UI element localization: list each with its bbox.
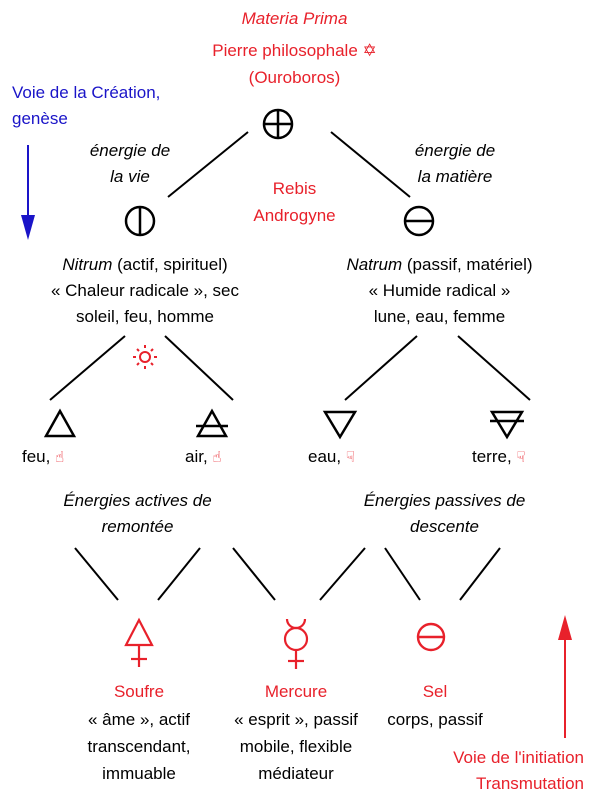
pierre-philosophale-label: Pierre philosophale ✡ (0, 40, 589, 62)
natrum-name: Natrum (346, 255, 403, 274)
moon-icon (433, 346, 444, 368)
sel-line1: corps, passif (387, 710, 483, 729)
natrum-icon (403, 205, 435, 237)
hand-down-icon: ☟ (516, 449, 526, 466)
feu-label: feu, (22, 447, 51, 466)
mercury-icon (283, 618, 309, 669)
nitrum-line3: soleil, feu, homme (76, 307, 214, 326)
creation-path-line2: genèse (12, 109, 68, 128)
initiation-path-line1: Voie de l'initiation (453, 748, 584, 767)
energies-passives-line2: descente (410, 517, 479, 536)
pierre-text: Pierre philosophale (212, 41, 358, 60)
energies-passives-line1: Énergies passives de (363, 491, 526, 510)
element-terre: terre, ☟ (472, 446, 526, 469)
energie-matiere-line2: la matière (417, 167, 493, 186)
initiation-path-line2: Transmutation (475, 774, 584, 793)
water-icon (322, 410, 358, 440)
line-natrum-to-earth (457, 335, 531, 401)
line-active-to-soufre-1 (74, 547, 119, 601)
soufre-line1: « âme », actif (87, 710, 191, 729)
natrum-qualities: (passif, matériel) (402, 255, 533, 274)
line-top-to-nitrum (167, 131, 249, 198)
air-label: air, (185, 447, 208, 466)
nitrum-title: Nitrum (actif, spirituel) (0, 254, 290, 276)
terre-label: terre, (472, 447, 512, 466)
earth-cross-circle-icon (262, 108, 294, 140)
line-nitrum-to-fire (49, 335, 126, 401)
initiation-arrow (558, 615, 572, 738)
energies-actives-line1: Énergies actives de (63, 491, 212, 510)
line-passive-to-sel-1 (384, 547, 421, 601)
line-passive-to-mercure (319, 547, 366, 601)
soufre-line3: immuable (102, 764, 176, 783)
hand-down-icon: ☟ (345, 449, 355, 466)
line-active-to-mercure (232, 547, 276, 601)
mercure-line1: « esprit », passif (234, 710, 358, 729)
hand-up-icon: ☝ (55, 449, 65, 466)
natrum-line2: « Humide radical » (368, 281, 511, 300)
hand-up-icon: ☝ (212, 449, 222, 466)
line-nitrum-to-air (164, 335, 234, 401)
mercure-line3: médiateur (258, 764, 334, 783)
natrum-title: Natrum (passif, matériel) (290, 254, 589, 276)
element-feu: feu, ☝ (22, 446, 64, 469)
element-eau: eau, ☟ (308, 446, 355, 469)
androgyne-label: Androgyne (253, 206, 336, 225)
energies-actives-line2: remontée (101, 517, 174, 536)
line-natrum-to-water (344, 335, 418, 401)
natrum-line3: lune, eau, femme (373, 307, 506, 326)
line-active-to-soufre-2 (157, 547, 201, 601)
soufre-title: Soufre (113, 682, 165, 701)
nitrum-name: Nitrum (62, 255, 113, 274)
earth-icon (489, 410, 525, 440)
soufre-line2: transcendant, (87, 737, 191, 756)
materia-prima-label: Materia Prima (241, 9, 348, 28)
star-of-david-icon: ✡ (362, 41, 377, 60)
air-icon (195, 408, 229, 438)
energie-vie-line2: la vie (110, 167, 150, 186)
rebis-label: Rebis (272, 179, 317, 198)
fire-icon (43, 408, 77, 438)
mercure-line2: mobile, flexible (239, 737, 353, 756)
element-air: air, ☝ (185, 446, 222, 469)
ouroboros-label: (Ouroboros) (248, 68, 341, 87)
nitrum-icon (124, 205, 156, 237)
energie-vie-line1: énergie de (89, 141, 171, 160)
nitrum-line2: « Chaleur radicale », sec (50, 281, 240, 300)
sulfur-icon (124, 617, 154, 667)
mercure-title: Mercure (264, 682, 328, 701)
line-passive-to-sel-2 (459, 547, 501, 601)
eau-label: eau, (308, 447, 342, 466)
creation-path-line1: Voie de la Création, (12, 83, 161, 102)
salt-icon (416, 622, 446, 652)
energie-matiere-line1: énergie de (414, 141, 496, 160)
sel-title: Sel (422, 682, 448, 701)
creation-arrow (21, 145, 35, 240)
sun-icon (133, 345, 157, 369)
line-top-to-natrum (330, 131, 411, 198)
nitrum-qualities: (actif, spirituel) (112, 255, 228, 274)
